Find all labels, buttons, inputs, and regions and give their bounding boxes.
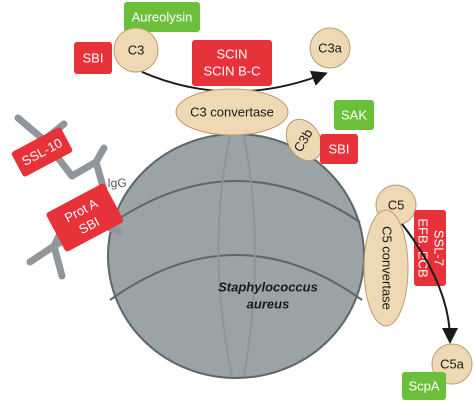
c5-convertase-label: C5 convertase: [380, 226, 395, 310]
sak-label: SAK: [341, 107, 367, 122]
scpa-label: ScpA: [408, 378, 439, 393]
c3-label: C3: [128, 42, 145, 57]
c3-convertase-label: C3 convertase: [190, 104, 274, 119]
efb-box: EFB, ECB SSL-7: [414, 210, 447, 286]
c5-label: C5: [388, 197, 405, 212]
c5-convertase-ellipse: C5 convertase: [363, 209, 409, 327]
c5-cleavage-arrow: [401, 223, 458, 344]
sak-box: SAK: [334, 100, 374, 130]
scin-label-line2: SCIN B-C: [203, 63, 260, 78]
scpa-box: ScpA: [402, 372, 446, 400]
sbi-top-box: SBI: [74, 42, 112, 74]
sbi-top-label: SBI: [83, 50, 104, 65]
scin-box: SCIN SCIN B-C: [192, 40, 272, 86]
c3b-ellipse: C3b: [285, 118, 323, 162]
c3a-label: C3a: [318, 40, 343, 55]
c3a-ellipse: C3a: [309, 27, 351, 69]
sbi-right-box: SBI: [320, 134, 358, 164]
organism-label-line1: Staphylococcus: [218, 279, 318, 294]
aureolysin-label: Aureolysin: [132, 9, 193, 24]
bacterium-cell: Staphylococcus aureus: [107, 133, 365, 379]
sbi-right-label: SBI: [329, 141, 350, 156]
aureolysin-box: Aureolysin: [124, 2, 200, 32]
efb-label-line2: SSL-7: [432, 230, 447, 266]
scin-label-line1: SCIN: [216, 46, 247, 61]
c3-convertase-ellipse: C3 convertase: [175, 88, 289, 136]
c5a-label: C5a: [440, 356, 465, 371]
igg-label: IgG: [107, 176, 126, 190]
organism-label-line2: aureus: [247, 296, 290, 311]
c3-ellipse: C3: [113, 27, 159, 73]
